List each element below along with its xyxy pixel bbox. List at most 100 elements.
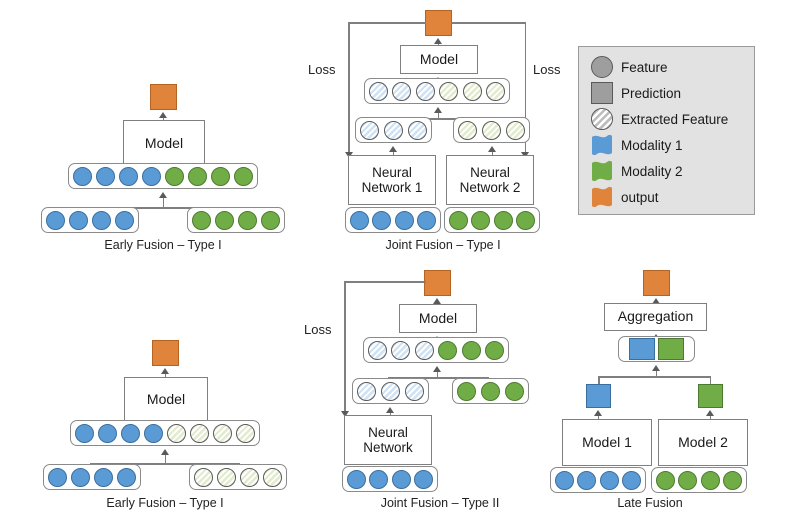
left-extracted-row bbox=[352, 378, 429, 404]
feature-node bbox=[236, 423, 255, 443]
extracted-feature-node bbox=[462, 81, 482, 101]
aggregation-box: Aggregation bbox=[604, 303, 707, 331]
extracted-feature-node bbox=[482, 120, 501, 140]
right-feature-row bbox=[452, 378, 529, 404]
loss-left-label: Loss bbox=[308, 62, 336, 77]
modality1-node bbox=[577, 470, 597, 490]
output-square bbox=[424, 270, 451, 296]
right-extracted-row bbox=[453, 117, 530, 143]
arrow-left-extracted bbox=[389, 146, 397, 152]
modality1-node bbox=[347, 469, 366, 489]
extracted-feature-node bbox=[360, 120, 379, 140]
loss-top bbox=[344, 281, 426, 283]
arrow-to-fused bbox=[159, 192, 167, 198]
extracted-feature-node bbox=[485, 81, 505, 101]
fused-feature-row bbox=[68, 163, 258, 189]
feature-node bbox=[484, 340, 504, 360]
nn2-label-line2: Network 2 bbox=[459, 180, 521, 195]
model1-prediction-square bbox=[586, 384, 611, 408]
output-square bbox=[152, 340, 179, 366]
connector bbox=[162, 198, 165, 208]
right-input-row bbox=[444, 207, 540, 233]
merge-right bbox=[709, 376, 712, 386]
modality1-node bbox=[48, 467, 67, 487]
left-extracted-row bbox=[355, 117, 432, 143]
left-input-row bbox=[550, 467, 646, 493]
extracted-feature-node bbox=[392, 81, 412, 101]
legend-item-label: Feature bbox=[621, 59, 668, 75]
right-input-row bbox=[187, 207, 285, 233]
right-input-row bbox=[651, 467, 747, 493]
fused-feature-row bbox=[70, 420, 260, 446]
prediction-blue-square bbox=[629, 338, 655, 360]
blue-wave-icon bbox=[591, 134, 613, 156]
arrow-to-output bbox=[434, 38, 442, 44]
feature-node bbox=[144, 423, 163, 443]
left-input-row bbox=[41, 207, 139, 233]
modality1-node bbox=[369, 469, 389, 489]
green-wave-icon bbox=[591, 160, 613, 182]
extracted-feature-node bbox=[240, 467, 259, 487]
nn-label-line1: Neural bbox=[368, 424, 408, 440]
model-box: Model bbox=[123, 120, 205, 167]
model-box: Model bbox=[124, 377, 208, 423]
modality1-node bbox=[555, 470, 574, 490]
arrow-to-output bbox=[159, 112, 167, 118]
loss-right-top bbox=[451, 22, 526, 24]
modality1-node bbox=[372, 210, 392, 230]
panel-caption: Early Fusion – Type I bbox=[106, 496, 224, 510]
left-input-row bbox=[345, 207, 441, 233]
merge-bar bbox=[386, 118, 490, 120]
neural-network-1-box: Neural Network 1 bbox=[348, 155, 436, 205]
panel-caption: Late Fusion bbox=[617, 496, 683, 510]
arrow-to-fused bbox=[433, 366, 441, 372]
legend-item-extracted-feature: Extracted Feature bbox=[591, 108, 728, 130]
feature-node bbox=[461, 340, 481, 360]
connector bbox=[655, 371, 658, 377]
modality1-node bbox=[391, 469, 411, 489]
arrow-to-output bbox=[433, 298, 441, 304]
modality2-node bbox=[238, 210, 257, 230]
feature-node bbox=[211, 166, 230, 186]
fused-feature-row bbox=[364, 78, 510, 104]
feature-node bbox=[167, 423, 186, 443]
modality1-node bbox=[69, 210, 88, 230]
model2-prediction-square bbox=[698, 384, 723, 408]
modality1-node bbox=[350, 210, 369, 230]
model-label: Model bbox=[419, 50, 459, 67]
loss-label: Loss bbox=[304, 322, 332, 337]
feature-node bbox=[75, 423, 94, 443]
model1-box: Model 1 bbox=[562, 419, 652, 466]
fused-feature-row bbox=[363, 337, 509, 363]
feature-node bbox=[188, 166, 207, 186]
feature-node bbox=[98, 423, 117, 443]
extracted-feature-node bbox=[384, 120, 403, 140]
extracted-feature-node bbox=[439, 81, 459, 101]
feature-node bbox=[190, 423, 209, 443]
arrow-to-fused bbox=[161, 449, 169, 455]
feature-node bbox=[119, 166, 138, 186]
modality1-node bbox=[413, 469, 433, 489]
connector bbox=[164, 455, 167, 464]
hatched-circle-icon bbox=[591, 108, 613, 130]
orange-wave-icon bbox=[591, 186, 613, 208]
model-box: Model bbox=[400, 45, 478, 74]
modality2-node bbox=[700, 470, 720, 490]
merge-bar bbox=[388, 377, 489, 379]
prediction-green-square bbox=[658, 338, 684, 360]
model-label: Model bbox=[144, 134, 184, 151]
loss-vertical bbox=[344, 281, 346, 411]
modality1-node bbox=[94, 467, 113, 487]
modality1-node bbox=[599, 470, 619, 490]
nn1-label-line2: Network 1 bbox=[361, 180, 423, 195]
left-input-row bbox=[43, 464, 141, 490]
loss-right-vertical bbox=[524, 22, 527, 152]
extracted-feature-node bbox=[263, 467, 282, 487]
modality1-node bbox=[117, 467, 136, 487]
merge-left bbox=[598, 376, 600, 386]
output-square bbox=[643, 270, 670, 296]
modality2-node bbox=[471, 210, 491, 230]
extracted-feature-node bbox=[194, 467, 213, 487]
connector bbox=[597, 416, 600, 420]
modality1-node bbox=[92, 210, 111, 230]
